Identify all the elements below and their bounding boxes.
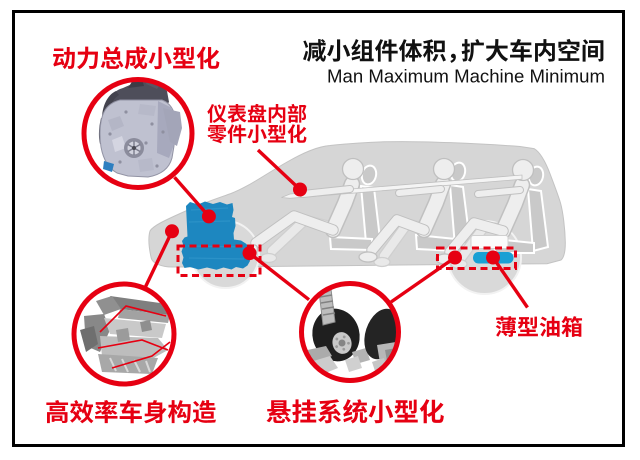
svg-text:Man Maximum Machine Minimum: Man Maximum Machine Minimum	[327, 66, 605, 87]
